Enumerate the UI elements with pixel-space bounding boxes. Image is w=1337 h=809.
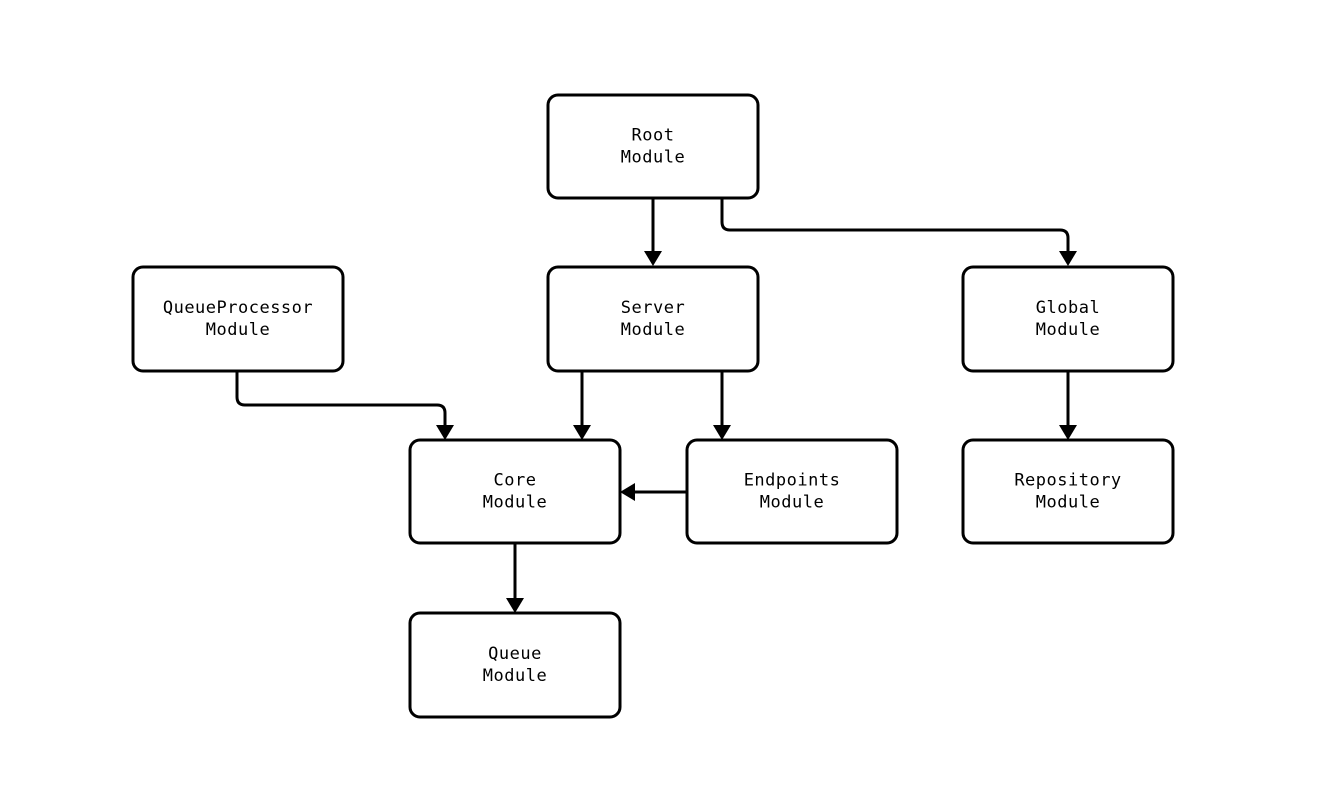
edge-endpoints-to-core: Endpoints Module depends on Core Module: [620, 483, 687, 501]
arrowhead-icon: [506, 598, 524, 613]
node-core[interactable]: CoreModuleCore Module: [408, 438, 622, 545]
nodes-layer: RootModuleRoot ModuleQueueProcessorModul…: [131, 93, 1175, 719]
node-box[interactable]: [546, 93, 760, 200]
node-box[interactable]: [131, 265, 345, 373]
arrowhead-icon: [1059, 425, 1077, 440]
node-label-line2: Module: [1036, 320, 1100, 340]
edge-server-to-core: Server Module depends on Core Module: [573, 371, 591, 440]
node-box[interactable]: [408, 611, 622, 719]
node-box[interactable]: [408, 438, 622, 545]
node-label-line1: Repository: [1014, 471, 1121, 491]
edge-queueprocessor-to-core: QueueProcessor Module depends on Core Mo…: [235, 371, 454, 440]
node-label-line2: Module: [483, 666, 547, 686]
node-label-line2: Module: [206, 320, 270, 340]
node-label-line2: Module: [483, 493, 547, 513]
node-box[interactable]: [546, 265, 760, 373]
arrowhead-icon: [1059, 251, 1077, 266]
node-label-line1: QueueProcessor: [163, 298, 313, 318]
edge-core-to-queue: Core Module depends on Queue Module: [506, 543, 524, 613]
node-queue[interactable]: QueueModuleQueue Module: [408, 611, 622, 719]
edge-line: [235, 371, 447, 426]
node-server[interactable]: ServerModuleServer Module: [546, 265, 760, 373]
node-label-line2: Module: [621, 320, 685, 340]
edge-global-to-repository: Global Module depends on Repository Modu…: [1059, 371, 1077, 440]
arrowhead-icon: [436, 425, 454, 440]
node-label-line1: Queue: [488, 644, 542, 664]
node-repository[interactable]: RepositoryModuleRepository Module: [961, 438, 1175, 545]
arrowhead-icon: [644, 251, 662, 266]
node-label-line1: Global: [1036, 298, 1100, 318]
edges-layer: Root Module depends on Server Module Root…: [235, 198, 1077, 613]
node-global[interactable]: GlobalModuleGlobal Module: [961, 265, 1175, 373]
node-box[interactable]: [961, 265, 1175, 373]
node-label-line2: Module: [621, 148, 685, 168]
edge-root-to-server: Root Module depends on Server Module: [644, 198, 662, 266]
arrowhead-icon: [620, 483, 635, 501]
node-endpoints[interactable]: EndpointsModuleEndpoints Module: [685, 438, 899, 545]
node-box[interactable]: [685, 438, 899, 545]
arrowhead-icon: [713, 425, 731, 440]
edge-root-to-global: Root Module depends on Global Module: [720, 198, 1077, 266]
edge-line: [720, 198, 1070, 252]
edge-server-to-endpoints: Server Module depends on Endpoints Modul…: [713, 371, 731, 440]
arrowhead-icon: [573, 425, 591, 440]
node-root[interactable]: RootModuleRoot Module: [546, 93, 760, 200]
node-label-line1: Root: [632, 126, 675, 146]
node-label-line2: Module: [1036, 493, 1100, 513]
node-queueprocessor[interactable]: QueueProcessorModuleQueueProcessor Modul…: [131, 265, 345, 373]
node-label-line2: Module: [760, 493, 824, 513]
node-label-line1: Core: [494, 471, 537, 491]
node-label-line1: Server: [621, 298, 685, 318]
node-box[interactable]: [961, 438, 1175, 545]
node-label-line1: Endpoints: [744, 471, 841, 491]
